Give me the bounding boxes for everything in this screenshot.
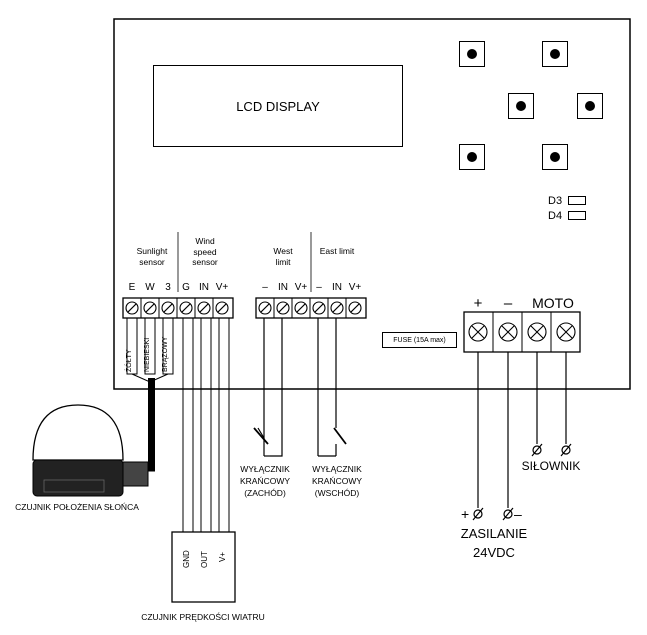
- wire-label-blue: NIEBIESKI: [144, 337, 151, 372]
- button-top-left[interactable]: [459, 41, 485, 67]
- supply-plus: +: [461, 506, 470, 522]
- sun-sensor-caption: CZUJNIK POŁOŻENIA SŁOŃCA: [15, 502, 139, 512]
- wind-pin-vplus: V+: [218, 551, 227, 562]
- power-terminal-block: [463, 311, 581, 353]
- terminal-label-east-in: IN: [332, 282, 342, 293]
- supply-label-1: ZASILANIE: [460, 526, 528, 541]
- wind-wires: [182, 317, 230, 534]
- screw-terminal-limit-4: [330, 301, 344, 315]
- screw-terminal-sensor-1: [143, 301, 157, 315]
- sun-position-sensor: [32, 404, 155, 497]
- screw-terminal-limit-0: [258, 301, 272, 315]
- button-bottom-right[interactable]: [542, 144, 568, 170]
- controller-board: [113, 18, 631, 390]
- button-mid-right[interactable]: [577, 93, 603, 119]
- west-limit-caption-3: (ZACHÓD): [244, 488, 286, 498]
- supply-minus: –: [514, 506, 522, 522]
- east-limit-caption-1: WYŁĄCZNIK: [312, 464, 362, 474]
- terminal-label-west-in: IN: [278, 282, 288, 293]
- sunlight-wires: [126, 317, 174, 470]
- button-top-right[interactable]: [542, 41, 568, 67]
- terminal-strip-limits: [255, 297, 367, 319]
- led-d4-label: D4: [548, 210, 563, 222]
- button-bottom-left[interactable]: [459, 144, 485, 170]
- power-minus-label: –: [503, 295, 513, 312]
- terminal-label-wind-in: IN: [199, 282, 209, 293]
- terminal-label-wind-vplus: V+: [215, 282, 229, 293]
- screw-terminal-sensor-0: [125, 301, 139, 315]
- screw-terminal-power-1: [498, 322, 518, 342]
- actuator-label: SIŁOWNIK: [521, 459, 581, 473]
- screw-terminal-power-0: [468, 322, 488, 342]
- moto-label: MOTO: [532, 295, 574, 311]
- supply-label-2: 24VDC: [473, 545, 515, 560]
- terminal-label-west-vplus: V+: [294, 282, 308, 293]
- terminal-strip-sensors: [122, 297, 234, 319]
- wind-pin-out: OUT: [200, 551, 209, 568]
- lcd-display: LCD DISPLAY: [153, 65, 403, 147]
- terminal-label-g: G: [182, 282, 190, 293]
- power-wires: [477, 352, 567, 508]
- west-header: West limit: [273, 246, 293, 267]
- screw-terminal-limit-2: [294, 301, 308, 315]
- wind-sensor-caption: CZUJNIK PRĘDKOŚCI WIATRU: [141, 612, 265, 622]
- west-limit-switch: [253, 318, 283, 457]
- terminal-label-east-minus: –: [316, 282, 322, 293]
- wire-label-yellow: ŻÓŁTY: [126, 349, 133, 372]
- terminal-label-3: 3: [165, 282, 171, 293]
- terminal-label-west-minus: –: [262, 282, 268, 293]
- led-d3-label: D3: [548, 195, 563, 207]
- terminal-label-w: W: [145, 282, 155, 293]
- led-d3: [568, 196, 586, 205]
- east-limit-caption-2: KRAŃCOWY: [311, 476, 363, 486]
- wind-header: Wind speed sensor: [192, 236, 218, 268]
- wind-sensor-box: [171, 531, 236, 603]
- button-mid-left[interactable]: [508, 93, 534, 119]
- sunlight-header: Sunlight sensor: [136, 246, 168, 267]
- wire-label-brown: BRĄZOWY: [162, 336, 169, 372]
- screw-terminal-limit-1: [276, 301, 290, 315]
- screw-terminal-power-2: [527, 322, 547, 342]
- screw-terminal-limit-5: [348, 301, 362, 315]
- wire-end-markers: [472, 443, 572, 521]
- terminal-label-e: E: [128, 282, 136, 293]
- lcd-label: LCD DISPLAY: [236, 98, 320, 114]
- fuse-label: FUSE (15A max): [382, 332, 457, 348]
- power-plus-label: +: [473, 295, 483, 312]
- led-d4: [568, 211, 586, 220]
- wind-pin-gnd: GND: [182, 550, 191, 568]
- west-limit-caption-2: KRAŃCOWY: [239, 476, 291, 486]
- screw-terminal-limit-3: [312, 301, 326, 315]
- screw-terminal-sensor-4: [197, 301, 211, 315]
- east-limit-caption-3: (WSCHÓD): [314, 488, 360, 498]
- east-limit-switch: [317, 318, 347, 457]
- screw-terminal-power-3: [556, 322, 576, 342]
- terminal-label-east-vplus: V+: [348, 282, 362, 293]
- screw-terminal-sensor-5: [215, 301, 229, 315]
- screw-terminal-sensor-3: [179, 301, 193, 315]
- west-limit-caption-1: WYŁĄCZNIK: [240, 464, 290, 474]
- east-header: East limit: [319, 246, 355, 256]
- screw-terminal-sensor-2: [161, 301, 175, 315]
